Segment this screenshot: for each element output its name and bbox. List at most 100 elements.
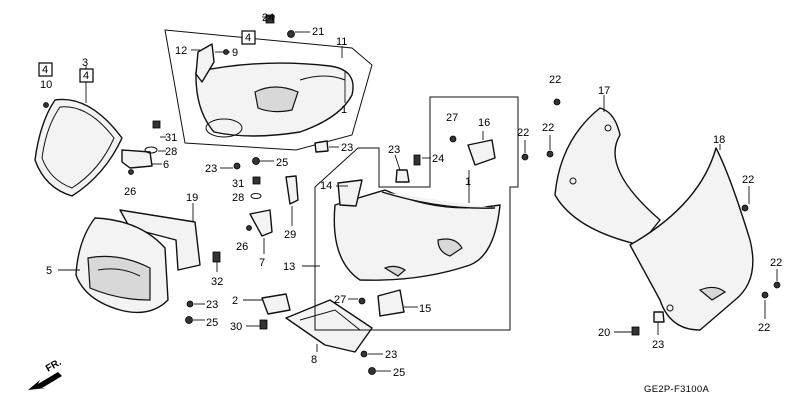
inner-upper-cowl [195, 62, 354, 138]
group-frame-middle [314, 96, 519, 331]
screw-icon [358, 297, 366, 305]
callout-8: 8 [311, 354, 317, 366]
washer-icon [250, 193, 262, 199]
callout-24-middle: 24 [432, 153, 444, 165]
callout-11: 11 [336, 36, 347, 48]
callout-22-right: 22 [742, 174, 754, 186]
callout-7: 7 [259, 257, 265, 269]
stay-7 [249, 209, 273, 237]
callout-31-mid: 31 [232, 178, 244, 190]
bolt-icon [252, 176, 261, 185]
bolt-icon [152, 120, 161, 129]
stay-14 [337, 179, 363, 207]
nut-icon [368, 367, 376, 375]
middle-cowl-13 [333, 189, 501, 281]
stay-12 [195, 43, 215, 83]
callout-25-bottom: 25 [393, 367, 405, 379]
windscreen [34, 98, 123, 197]
callout-16: 16 [478, 117, 490, 129]
callout-23-low: 23 [206, 299, 218, 311]
callout-18: 18 [713, 134, 725, 146]
callout-6: 6 [163, 159, 169, 171]
bolt-icon [265, 14, 275, 24]
callout-14: 14 [320, 180, 332, 192]
screw-icon [43, 102, 49, 108]
screw-icon [128, 169, 134, 175]
callout-22-far: 22 [770, 257, 782, 269]
nut-icon [252, 157, 260, 165]
clip-23-right [314, 140, 329, 153]
callout-12: 12 [175, 45, 187, 57]
callout-31: 31 [165, 132, 177, 144]
callout-23-bottom: 23 [385, 349, 397, 361]
front-direction-arrow: FR. [28, 357, 64, 390]
callout-30: 30 [230, 321, 242, 333]
bracket-16 [467, 139, 496, 166]
callout-23-mid: 23 [205, 163, 217, 175]
callout-2: 2 [232, 295, 238, 307]
under-cowl-8 [285, 299, 373, 353]
side-cowl-18 [629, 147, 754, 331]
bolt-icon [259, 319, 268, 330]
callout-29: 29 [284, 229, 296, 241]
nut-icon [287, 30, 295, 38]
callout-26-mid: 26 [236, 241, 248, 253]
callout-23-frame: 23 [388, 144, 400, 156]
callout-1-upper: 1 [341, 104, 347, 116]
callout-25-mid: 25 [276, 157, 288, 169]
group-frame-upper [164, 29, 373, 151]
callout-4-boxed: 4 [83, 70, 89, 82]
callout-23-right: 23 [341, 142, 353, 154]
callout-25-low: 25 [206, 317, 218, 329]
nut-icon [185, 316, 193, 324]
screw-icon [773, 281, 781, 289]
screw-icon [449, 135, 457, 143]
diagram-code: GE2P-F3100A [644, 384, 709, 395]
callout-3: 3 [82, 57, 88, 69]
callout-22-bottom: 22 [758, 322, 770, 334]
bracket-15 [377, 289, 405, 317]
callout-22-mid: 22 [542, 122, 554, 134]
callout-4-box-left [38, 62, 53, 77]
clip-23-part [395, 169, 410, 183]
screw-icon [521, 153, 529, 161]
clip-icon [233, 162, 241, 170]
stay-29 [285, 175, 299, 205]
clip-icon [186, 300, 194, 308]
bolt-icon [413, 154, 421, 166]
callout-28-mid: 28 [232, 192, 244, 204]
callout-27-lower: 27 [334, 294, 346, 306]
callout-27: 27 [446, 112, 458, 124]
screw-icon [223, 49, 229, 55]
callout-32: 32 [211, 276, 223, 288]
callout-19: 19 [186, 192, 198, 204]
callout-4-boxed-left: 4 [42, 64, 48, 76]
screw-icon [553, 98, 561, 106]
side-cowl-17 [554, 107, 661, 246]
bolt-icon [631, 326, 640, 336]
clip-icon [360, 350, 368, 358]
bolt-icon [212, 251, 221, 263]
callout-24: 24 [262, 12, 274, 24]
callout-26: 26 [124, 186, 136, 198]
callout-10: 10 [40, 79, 52, 91]
callout-4-box-upper [241, 30, 256, 45]
callout-4-boxed-upper: 4 [245, 32, 251, 44]
callout-28: 28 [165, 146, 177, 158]
callout-4-box [79, 68, 94, 83]
callout-17: 17 [598, 85, 610, 97]
screw-icon [741, 204, 749, 212]
callout-1-middle: 1 [465, 176, 471, 188]
callout-5: 5 [46, 265, 52, 277]
direction-label: FR. [44, 357, 64, 375]
screw-icon [246, 225, 252, 231]
callout-21: 21 [312, 26, 324, 38]
callout-15: 15 [419, 303, 431, 315]
callout-13: 13 [283, 261, 295, 273]
clip-23-side [653, 311, 665, 323]
callout-23-side: 23 [652, 339, 664, 351]
moulding-1 [381, 191, 496, 209]
callout-20: 20 [598, 327, 610, 339]
callout-9: 9 [232, 47, 238, 59]
